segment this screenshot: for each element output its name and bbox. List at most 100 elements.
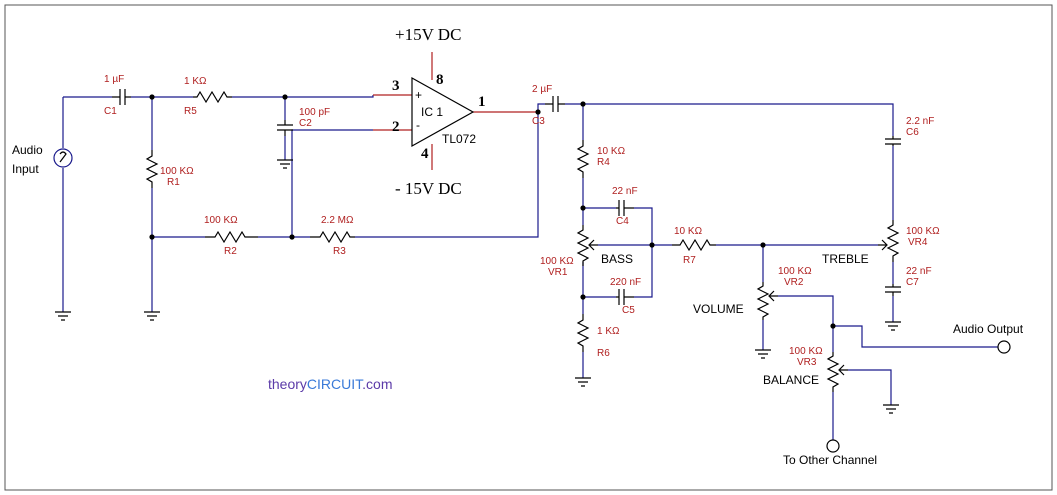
vr2-wiper-arrow bbox=[768, 290, 778, 302]
power-negative-label: - 15V DC bbox=[395, 179, 462, 198]
vr1-wiper-arrow bbox=[588, 239, 598, 251]
wire-r5-opamp bbox=[232, 95, 374, 98]
audio-output-terminal bbox=[997, 340, 1011, 354]
wire-treble-top bbox=[583, 103, 894, 136]
other-channel-label: To Other Channel bbox=[783, 453, 877, 467]
vr1-value: 100 KΩ bbox=[540, 256, 574, 267]
vr3-ref: VR3 bbox=[797, 357, 817, 368]
audio-input-source bbox=[53, 148, 73, 168]
ground-volume bbox=[755, 349, 771, 359]
junction-dot bbox=[830, 323, 836, 329]
vr2-ref: VR2 bbox=[784, 277, 804, 288]
resistor-r7 bbox=[672, 238, 716, 252]
ground-r1 bbox=[144, 311, 160, 321]
resistor-r5 bbox=[193, 90, 232, 104]
r4-ref: R4 bbox=[597, 157, 610, 168]
junction-dot bbox=[149, 234, 155, 240]
labels: +15V DC - 15V DC 3 2 8 4 1 + - IC 1 TL07… bbox=[12, 25, 1024, 467]
pin-2-label: 2 bbox=[392, 119, 400, 135]
r4-value: 10 KΩ bbox=[597, 146, 626, 157]
junction-dot bbox=[580, 101, 586, 107]
wire-out-c3 bbox=[537, 103, 545, 112]
r5-ref: R5 bbox=[184, 106, 197, 117]
capacitor-c5 bbox=[616, 289, 634, 305]
junction-dot bbox=[760, 242, 766, 248]
balance-label: BALANCE bbox=[763, 373, 819, 387]
wire-r3-feedback bbox=[355, 112, 539, 238]
frame-border bbox=[4, 4, 1053, 491]
junction-dot bbox=[580, 294, 586, 300]
bass-label: BASS bbox=[601, 252, 633, 266]
potentiometer-vr4 bbox=[886, 220, 900, 262]
resistor-r2 bbox=[205, 230, 258, 244]
wires bbox=[62, 52, 998, 440]
opamp-name-label: IC 1 bbox=[421, 105, 443, 119]
audio-input-label-line1: Audio bbox=[12, 143, 43, 157]
vr3-value: 100 KΩ bbox=[789, 346, 823, 357]
r3-value: 2.2 MΩ bbox=[321, 215, 354, 226]
junction-dot bbox=[282, 94, 288, 100]
c7-value: 22 nF bbox=[906, 266, 932, 277]
wire-audio-out bbox=[833, 325, 998, 348]
vr4-wiper-arrow bbox=[878, 239, 888, 251]
c4-value: 22 nF bbox=[612, 186, 638, 197]
c7-ref: C7 bbox=[906, 277, 919, 288]
r1-ref: R1 bbox=[167, 177, 180, 188]
ground-treble bbox=[885, 321, 901, 331]
capacitors bbox=[112, 89, 901, 305]
watermark-text: theoryCIRCUIT.com bbox=[268, 376, 393, 392]
c5-ref: C5 bbox=[622, 305, 635, 316]
junction-dots bbox=[149, 94, 836, 329]
junction-dot bbox=[289, 234, 295, 240]
resistor-r6 bbox=[576, 314, 590, 352]
r6-ref: R6 bbox=[597, 348, 610, 359]
other-channel-terminal bbox=[826, 439, 840, 453]
c2-value: 100 pF bbox=[299, 107, 330, 118]
opamp-ic1 bbox=[411, 76, 475, 148]
power-positive-label: +15V DC bbox=[395, 25, 461, 44]
resistors bbox=[145, 90, 716, 352]
potentiometers bbox=[576, 220, 900, 392]
capacitor-c7 bbox=[885, 284, 901, 296]
potentiometer-vr1 bbox=[576, 225, 590, 266]
treble-label: TREBLE bbox=[822, 252, 869, 266]
junction-dot bbox=[649, 242, 655, 248]
c2-ref: C2 bbox=[299, 118, 312, 129]
c3-value: 2 µF bbox=[532, 84, 552, 95]
r3-ref: R3 bbox=[333, 246, 346, 257]
watermark-circuit: CIRCUIT bbox=[307, 376, 364, 392]
ground-balance bbox=[883, 404, 899, 414]
r6-value: 1 KΩ bbox=[597, 326, 620, 337]
resistor-r3 bbox=[310, 230, 355, 244]
r1-value: 100 KΩ bbox=[160, 166, 194, 177]
audio-output-label: Audio Output bbox=[953, 322, 1024, 336]
c3-ref: C3 bbox=[532, 116, 545, 127]
wire-c4-c5-right bbox=[634, 207, 653, 298]
pin-4-label: 4 bbox=[421, 146, 429, 162]
grounds bbox=[55, 159, 901, 414]
watermark-com: .com bbox=[362, 376, 392, 392]
potentiometer-vr2 bbox=[756, 282, 770, 320]
volume-label: VOLUME bbox=[693, 302, 744, 316]
capacitor-c6 bbox=[885, 136, 901, 146]
r2-ref: R2 bbox=[224, 246, 237, 257]
r7-value: 10 KΩ bbox=[674, 226, 703, 237]
junction-dot bbox=[149, 94, 155, 100]
r2-value: 100 KΩ bbox=[204, 215, 238, 226]
c1-value: 1 µF bbox=[104, 74, 124, 85]
ground-c2 bbox=[277, 159, 293, 169]
c4-ref: C4 bbox=[616, 216, 629, 227]
c6-value: 2.2 nF bbox=[906, 116, 934, 127]
capacitor-c1 bbox=[112, 89, 131, 105]
junction-dot bbox=[535, 109, 541, 115]
resistor-r1 bbox=[145, 150, 159, 188]
ground-input bbox=[55, 311, 71, 321]
watermark-theory: theory bbox=[268, 376, 307, 392]
vr3-wiper-arrow bbox=[838, 364, 848, 376]
opamp-minus-sign: - bbox=[416, 118, 420, 132]
vr4-value: 100 KΩ bbox=[906, 226, 940, 237]
r5-value: 1 KΩ bbox=[184, 76, 207, 87]
c5-value: 220 nF bbox=[610, 277, 641, 288]
